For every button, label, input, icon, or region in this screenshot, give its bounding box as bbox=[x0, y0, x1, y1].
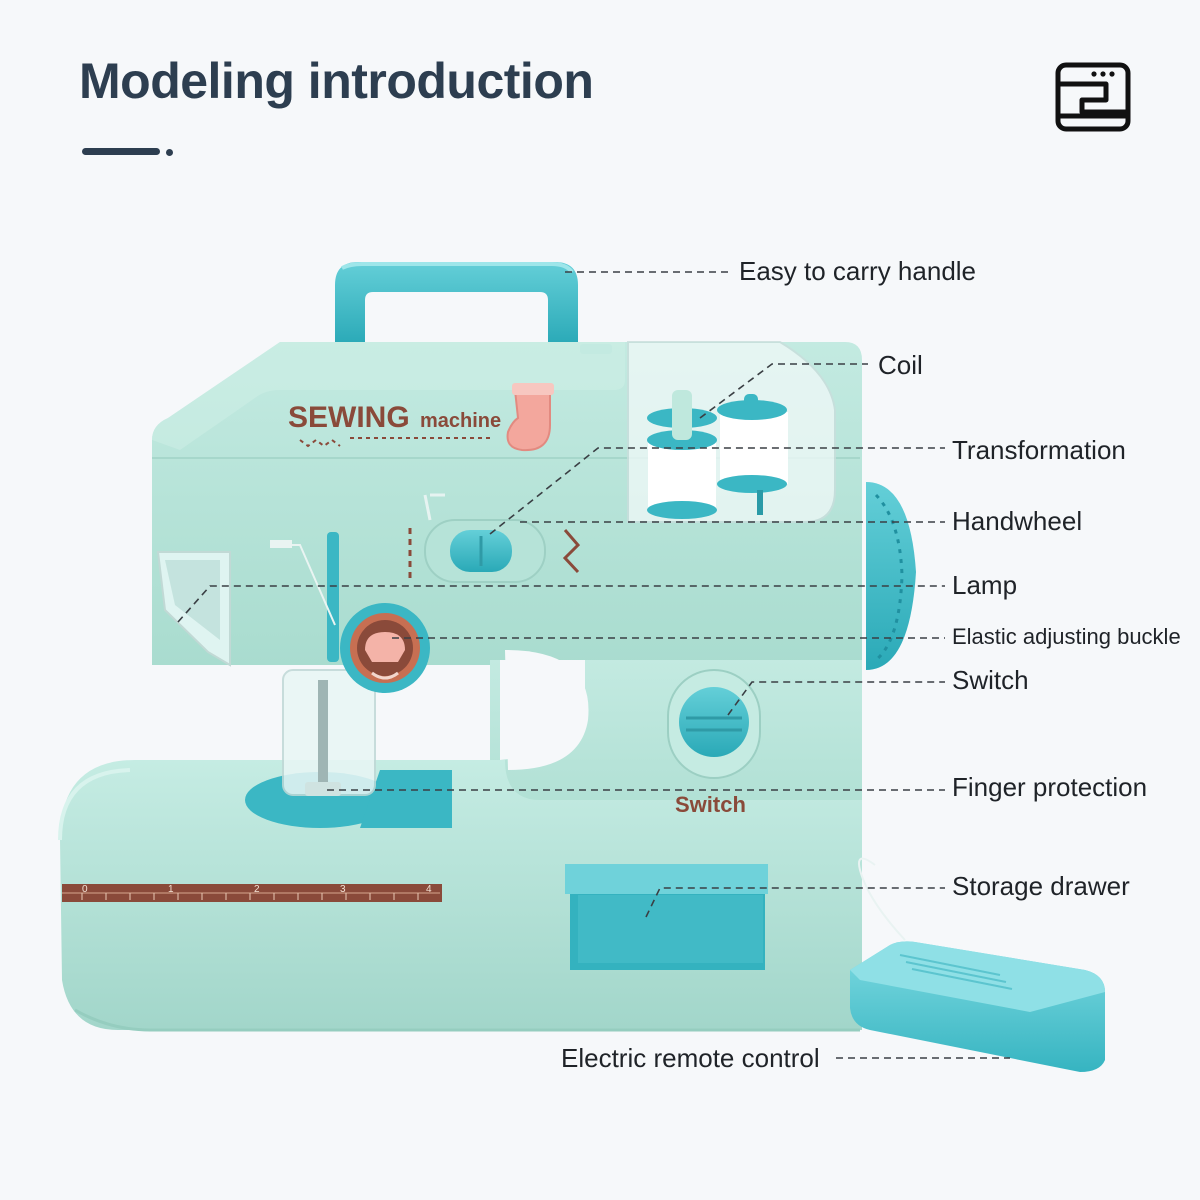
title-underline-dot bbox=[166, 149, 173, 156]
callout-remote-control: Electric remote control bbox=[561, 1043, 820, 1073]
callout-buckle: Elastic adjusting buckle bbox=[952, 624, 1181, 649]
callout-lamp: Lamp bbox=[952, 570, 1018, 600]
page-title: Modeling introduction bbox=[79, 53, 594, 109]
brand-subword: machine bbox=[420, 410, 501, 432]
callout-finger-protection: Finger protection bbox=[952, 772, 1148, 802]
carry-handle bbox=[335, 262, 578, 345]
callout-coil: Coil bbox=[878, 350, 923, 380]
ruler-mark: 2 bbox=[254, 884, 260, 895]
callout-handwheel: Handwheel bbox=[952, 506, 1083, 536]
needle-area bbox=[245, 669, 452, 828]
callout-storage-drawer: Storage drawer bbox=[952, 871, 1130, 901]
switch-printed-label: Switch bbox=[675, 792, 746, 817]
brand-word: SEWING bbox=[288, 401, 410, 434]
callout-switch: Switch bbox=[952, 665, 1029, 695]
ruler: 0 1 2 3 4 bbox=[62, 884, 442, 902]
foot-pedal bbox=[850, 941, 1105, 1072]
callout-leaders bbox=[177, 271, 1010, 1059]
callout-handle: Easy to carry handle bbox=[739, 256, 977, 286]
title-underline bbox=[82, 148, 160, 155]
ruler-mark: 3 bbox=[340, 884, 346, 895]
storage-drawer bbox=[565, 864, 768, 970]
sewing-machine-icon bbox=[1055, 62, 1131, 132]
sock-icon bbox=[506, 383, 554, 452]
ruler-mark: 1 bbox=[168, 884, 174, 895]
spool-compartment bbox=[627, 341, 836, 523]
tension-dial bbox=[327, 532, 430, 693]
callout-transformation: Transformation bbox=[952, 435, 1126, 465]
ruler-mark: 0 bbox=[82, 884, 88, 895]
ruler-mark: 4 bbox=[426, 884, 432, 895]
handwheel bbox=[866, 482, 916, 670]
power-switch bbox=[667, 669, 761, 779]
lamp-cover bbox=[156, 551, 231, 667]
stitch-selector bbox=[408, 519, 581, 583]
